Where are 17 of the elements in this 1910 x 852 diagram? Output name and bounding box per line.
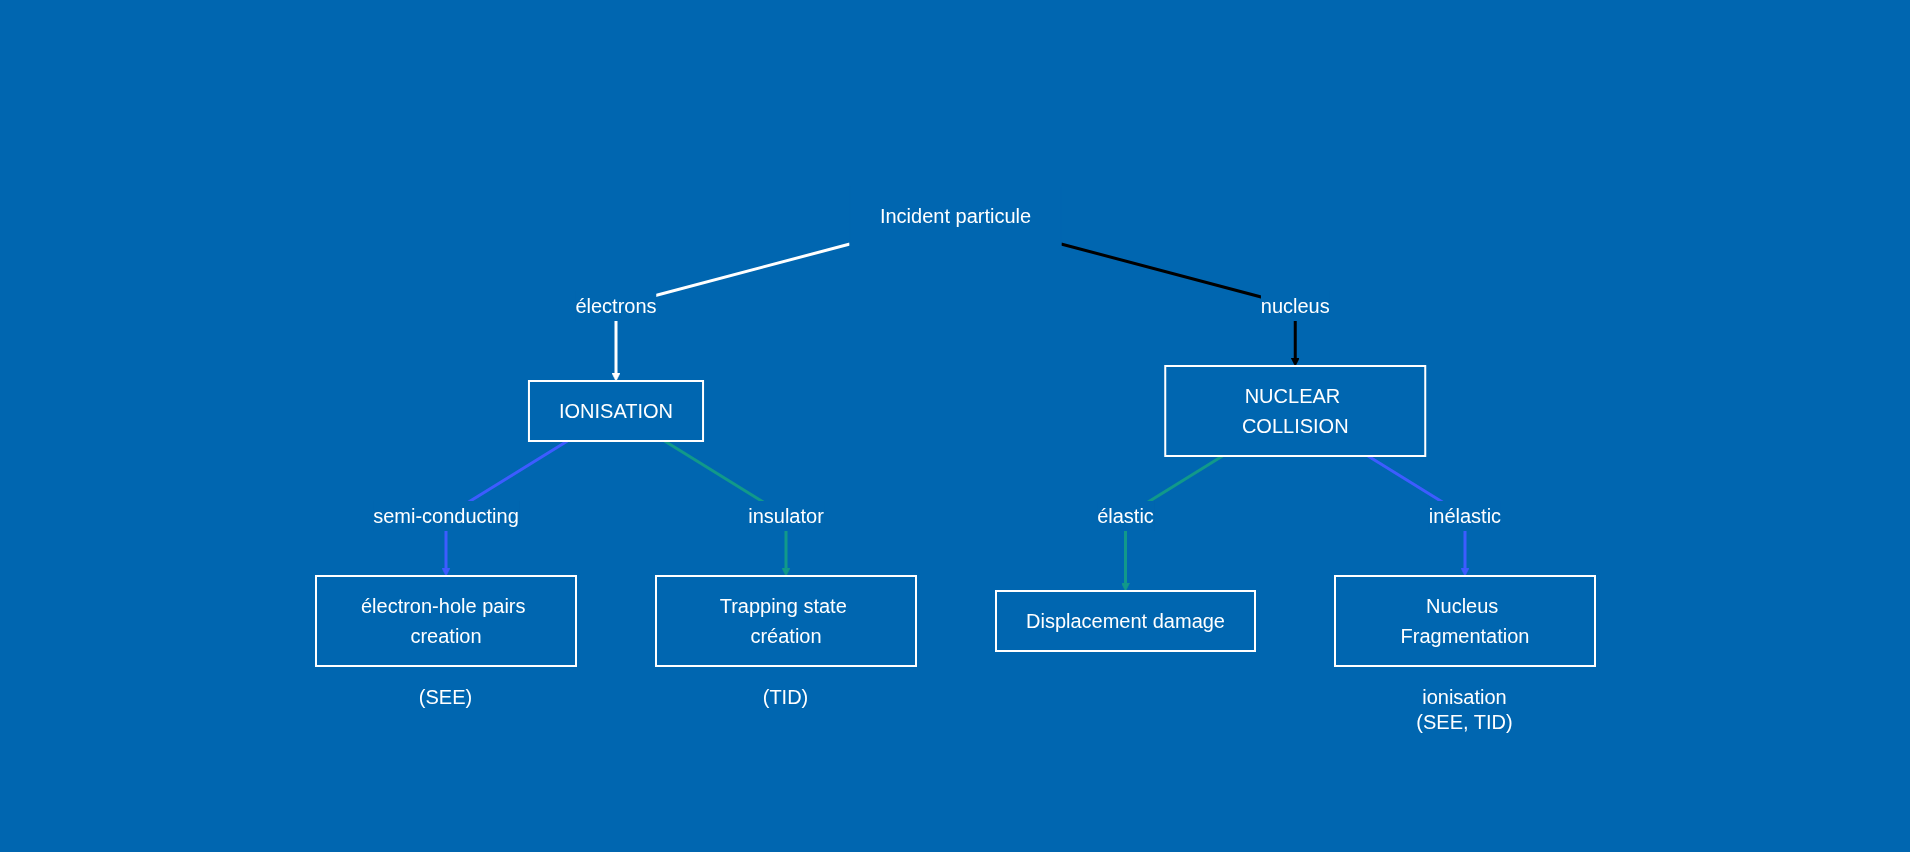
edge-label: semi-conducting: [372, 505, 519, 527]
node-box: électron-hole pairs creation: [314, 575, 577, 667]
annotation-text: (SEE): [418, 686, 473, 709]
edge-label: insulator: [747, 505, 824, 527]
node-box: Nucleus Fragmentation: [1333, 575, 1596, 667]
edge-label: inélastic: [1428, 505, 1501, 527]
annotation-text: (TID): [762, 686, 809, 709]
edge-label: élastic: [1096, 505, 1154, 527]
node-box: IONISATION: [527, 380, 704, 442]
node-text: Incident particule: [879, 205, 1031, 227]
node-box: NUCLEAR COLLISION: [1163, 365, 1426, 457]
annotation-text: ionisation: [1422, 686, 1507, 709]
annotation-text: (SEE, TID): [1416, 711, 1513, 734]
edge-label: électrons: [574, 295, 657, 317]
node-box: Trapping state création: [654, 575, 917, 667]
edge-label: nucleus: [1260, 295, 1330, 317]
node-box: Displacement damage: [994, 590, 1256, 652]
